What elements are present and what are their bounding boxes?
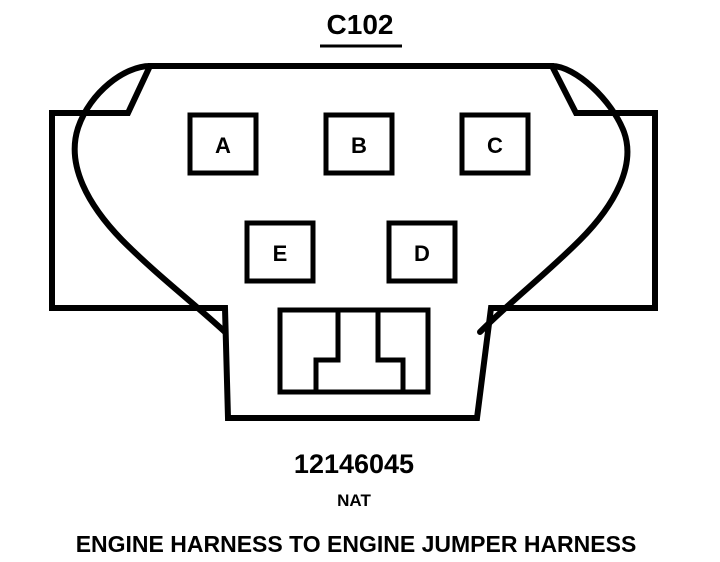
cavity-b-box — [323, 112, 395, 176]
cavity-d-box — [386, 220, 458, 284]
cavity-e-label: E — [273, 241, 288, 266]
cavity-c-box — [459, 112, 531, 176]
cavity-b-label: B — [351, 133, 367, 158]
cavity-a-box — [187, 112, 259, 176]
cavity-c-label: C — [487, 133, 503, 158]
cavity-e-box — [244, 220, 316, 284]
latch-outer-box — [277, 307, 431, 395]
connector-rounded-shell — [71, 63, 631, 335]
part-number: 12146045 — [294, 449, 414, 479]
connector-id-label: C102 — [327, 9, 394, 40]
connector-rectangular-outline — [49, 63, 658, 421]
cavity-a-label: A — [215, 133, 231, 158]
cavity-d-label: D — [414, 241, 430, 266]
harness-description: ENGINE HARNESS TO ENGINE JUMPER HARNESS — [76, 531, 637, 557]
latch-key-shape — [313, 310, 406, 392]
color-code: NAT — [337, 491, 371, 510]
